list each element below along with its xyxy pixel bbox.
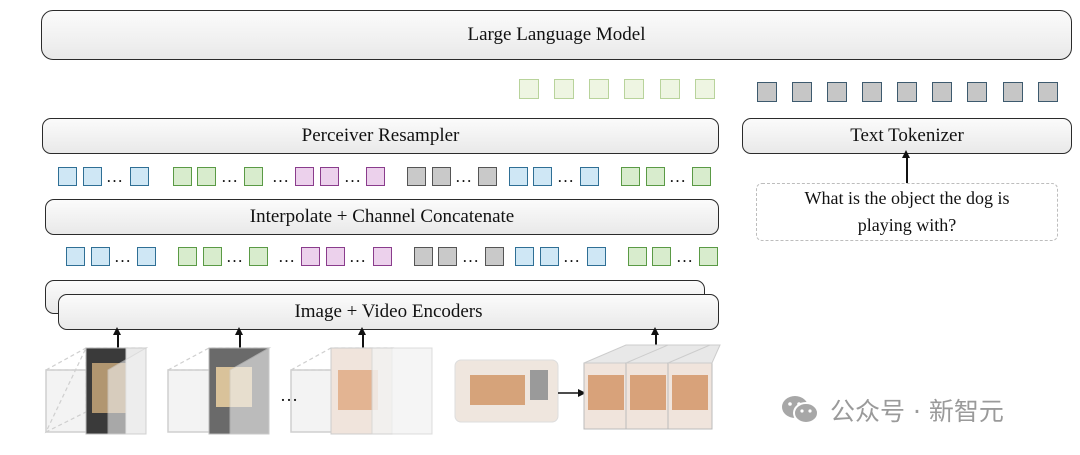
text-token (862, 82, 882, 102)
arrow-up (358, 327, 366, 349)
ellipsis: … (676, 247, 693, 266)
frame-stack-1 (44, 347, 149, 435)
token (515, 247, 534, 266)
ellipsis: … (114, 247, 131, 266)
token (652, 247, 671, 266)
text-token (897, 82, 917, 102)
token (580, 167, 599, 186)
text-token (967, 82, 987, 102)
video-frames-illustration: … (44, 344, 721, 435)
arrow-up (902, 150, 910, 183)
token (438, 247, 457, 266)
ellipsis: … (669, 167, 686, 186)
visual-token (554, 79, 574, 99)
visual-token (695, 79, 715, 99)
visual-token (589, 79, 609, 99)
text-token (932, 82, 952, 102)
prompt-text: What is the object the dog is playing wi… (804, 188, 1010, 235)
interp-label: Interpolate + Channel Concatenate (249, 206, 515, 227)
watermark-text: 公众号 · 新智元 (830, 397, 1004, 426)
text-token (1003, 82, 1023, 102)
perceiver-resampler-box: Perceiver Resampler (42, 118, 719, 154)
token (407, 167, 426, 186)
token (699, 247, 718, 266)
token (692, 167, 711, 186)
svg-text:…: … (280, 385, 298, 405)
visual-token (519, 79, 539, 99)
ellipsis: … (344, 167, 361, 186)
token (66, 247, 85, 266)
frame-stack-4 (583, 344, 721, 430)
token (295, 167, 314, 186)
token (485, 247, 504, 266)
watermark: 公众号 · 新智元 (780, 392, 1004, 428)
wechat-logo-icon (782, 396, 819, 424)
token (203, 247, 222, 266)
ellipsis: … (106, 167, 123, 186)
text-tokenizer-box: Text Tokenizer (742, 118, 1072, 154)
ellipsis: … (455, 167, 472, 186)
token (646, 167, 665, 186)
token (628, 247, 647, 266)
token (373, 247, 392, 266)
token (83, 167, 102, 186)
large-language-model-box: Large Language Model (41, 10, 1072, 60)
text-token (757, 82, 777, 102)
tokenizer-label: Text Tokenizer (850, 125, 964, 146)
ellipsis: … (221, 167, 238, 186)
token (432, 167, 451, 186)
llm-label: Large Language Model (467, 24, 646, 45)
token (197, 167, 216, 186)
ellipsis: … (462, 247, 479, 266)
token (320, 167, 339, 186)
token (533, 167, 552, 186)
token (587, 247, 606, 266)
token (91, 247, 110, 266)
ellipsis: … (349, 247, 366, 266)
perceiver-label: Perceiver Resampler (301, 125, 460, 146)
visual-token (624, 79, 644, 99)
token (58, 167, 77, 186)
visual-token (660, 79, 680, 99)
token (366, 167, 385, 186)
text-prompt-box: What is the object the dog is playing wi… (756, 183, 1058, 241)
ellipsis: … (272, 167, 289, 186)
frame-stack-2 (167, 347, 272, 435)
token (326, 247, 345, 266)
token (130, 167, 149, 186)
token (478, 167, 497, 186)
arrow-up (651, 327, 659, 349)
image-video-encoder-box: Image + Video Encoders (58, 294, 719, 330)
ellipsis: … (278, 247, 295, 266)
token (137, 247, 156, 266)
ellipsis: … (557, 167, 574, 186)
text-token (792, 82, 812, 102)
token (244, 167, 263, 186)
frame-stack-3 (290, 347, 433, 435)
ellipsis: … (226, 247, 243, 266)
token (249, 247, 268, 266)
token (173, 167, 192, 186)
text-token (827, 82, 847, 102)
token (621, 167, 640, 186)
token (509, 167, 528, 186)
token (178, 247, 197, 266)
text-token (1038, 82, 1058, 102)
source-image (454, 359, 559, 423)
arrow-up (235, 327, 243, 349)
ellipsis: … (563, 247, 580, 266)
arrow-up (113, 327, 121, 349)
token (414, 247, 433, 266)
interpolate-concat-box: Interpolate + Channel Concatenate (45, 199, 719, 235)
token (301, 247, 320, 266)
token (540, 247, 559, 266)
encoder-label: Image + Video Encoders (294, 301, 483, 322)
